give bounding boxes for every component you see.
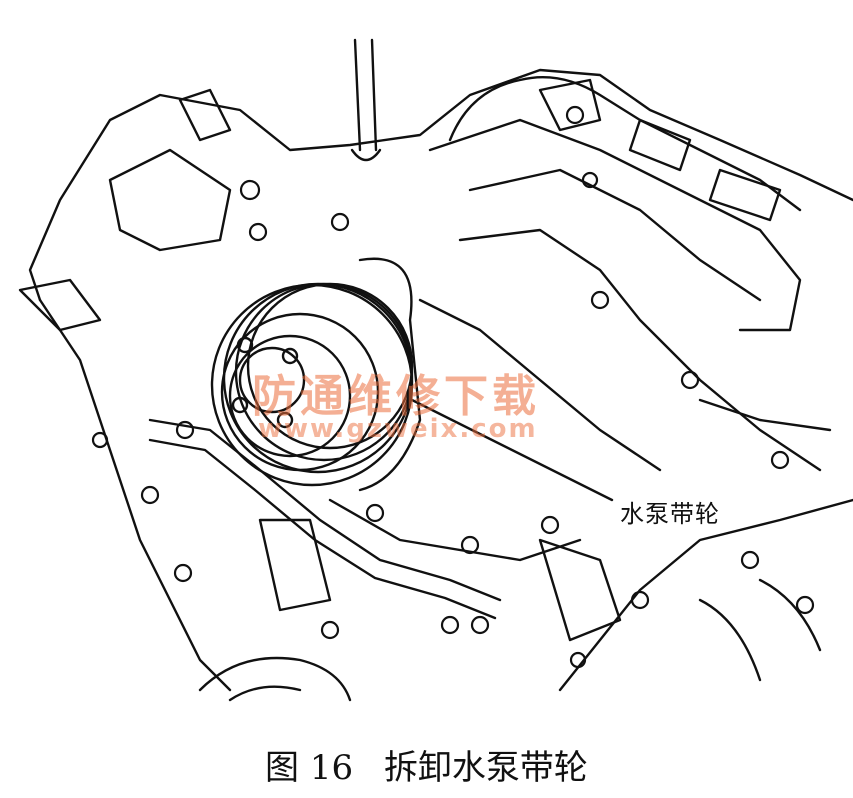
watermark-url: www.gzweix.com <box>258 414 538 444</box>
engine-lower-outline <box>38 298 232 692</box>
coolant-pipe <box>148 418 502 602</box>
dipstick-tube <box>353 38 378 152</box>
figure-number: 图 16 <box>265 748 354 788</box>
figure-title: 拆卸水泵带轮 <box>383 748 588 788</box>
engine-block-outline <box>28 68 853 302</box>
figure-caption: 图 16 拆卸水泵带轮 <box>0 740 853 789</box>
watermark-text: 防通维修下载 <box>252 371 540 422</box>
cover-edge <box>558 498 853 692</box>
water-pump-pulley-label: 水泵带轮 <box>620 500 720 528</box>
bolt-heads <box>91 105 815 669</box>
callout-leader <box>410 398 614 502</box>
pulley-bolts <box>231 336 299 429</box>
wiring-harness <box>448 75 802 212</box>
water-pump-pulley <box>210 282 414 487</box>
